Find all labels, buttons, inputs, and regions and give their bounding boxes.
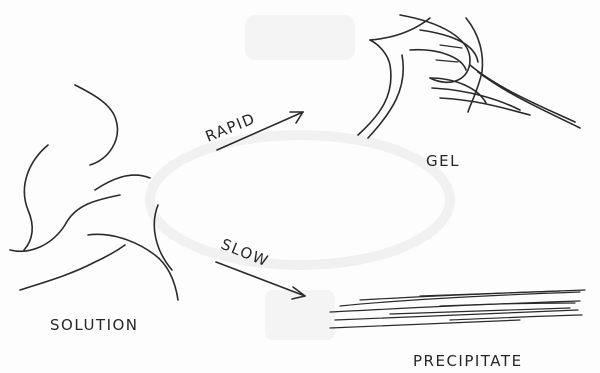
gel-label: GEL bbox=[426, 152, 460, 170]
precipitate-bundle bbox=[330, 290, 585, 328]
precipitate-label: PRECIPITATE bbox=[413, 352, 523, 370]
gel-network bbox=[358, 15, 580, 138]
solution-label: SOLUTION bbox=[50, 316, 139, 334]
